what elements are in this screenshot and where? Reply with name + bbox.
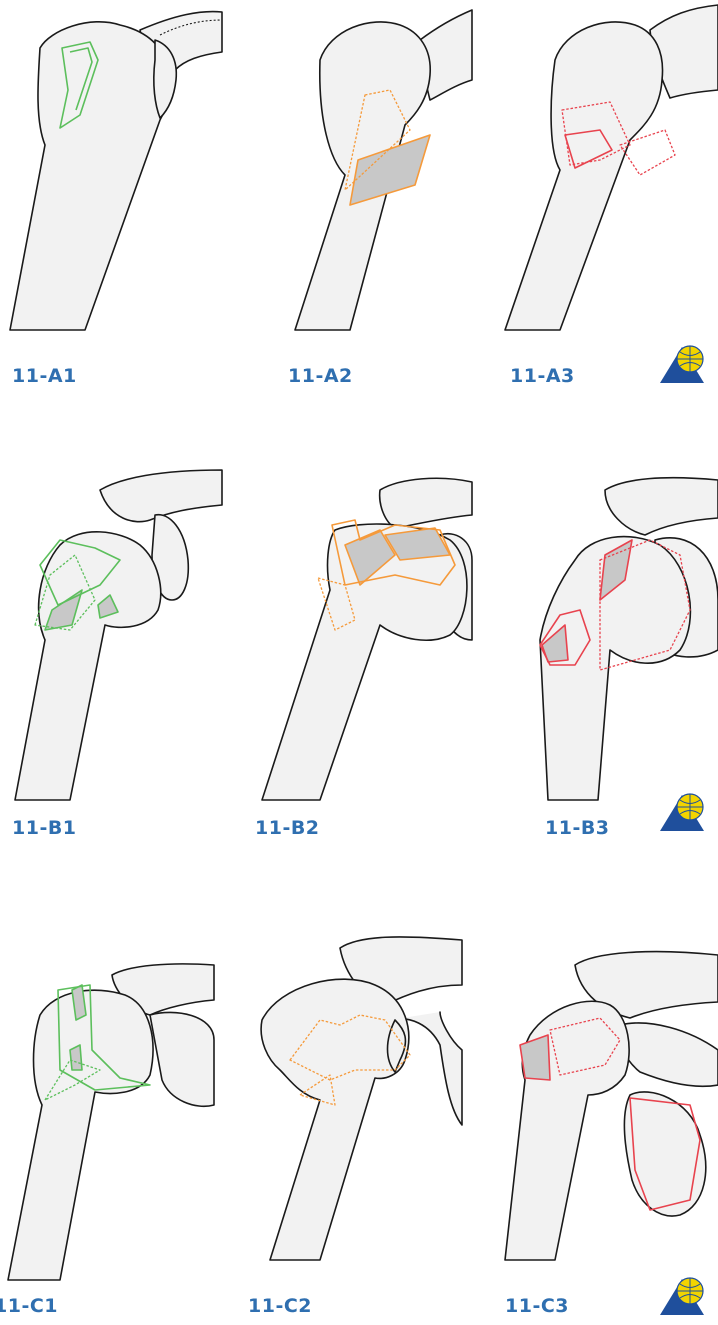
panel-label-11-A3: 11-A3 [510,365,575,387]
panel-label-11-A1: 11-A1 [12,365,77,387]
panel-11-C3-illustration [505,952,718,1260]
panel-label-11-C2: 11-C2 [248,1295,312,1317]
ao-globe-logo-icon [660,1278,704,1315]
panel-label-11-C3: 11-C3 [505,1295,569,1317]
panel-11-A3-illustration [505,5,718,330]
ao-globe-logo-icon [660,794,704,831]
ao-globe-logo-icon [660,346,704,383]
panel-11-B2-illustration [262,478,472,800]
panel-11-C1-illustration [8,964,214,1280]
panel-11-A2-illustration [295,10,472,330]
panel-label-11-B3: 11-B3 [545,817,610,839]
panel-11-B3-illustration [540,478,718,800]
panel-label-11-B2: 11-B2 [255,817,320,839]
panel-label-11-C1: 11-C1 [0,1295,58,1317]
panel-label-11-B1: 11-B1 [12,817,77,839]
panel-11-C2-illustration [261,937,462,1260]
panel-label-11-A2: 11-A2 [288,365,353,387]
panel-11-B1-illustration [15,470,222,800]
panel-11-A1-illustration [10,12,222,330]
